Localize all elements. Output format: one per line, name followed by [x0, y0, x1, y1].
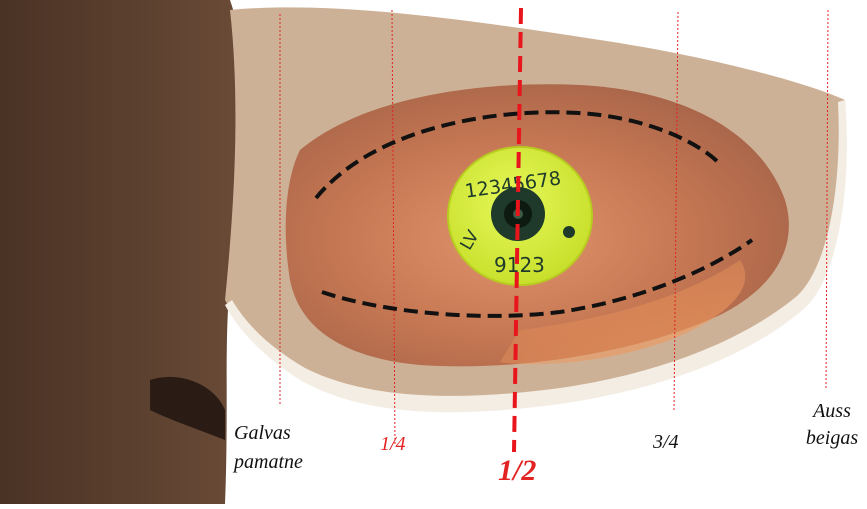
ear-end-label: Auss beigas — [800, 399, 864, 451]
tag-bottom-number: 9123 — [494, 253, 545, 277]
ear-end-label-line2: beigas — [800, 426, 864, 451]
ear-end-label-line1: Auss — [800, 399, 864, 424]
head-base-label-line1: Galvas — [234, 421, 303, 446]
half-label: 1/2 — [498, 452, 536, 490]
quarter-label: 1/4 — [380, 432, 406, 457]
three-quarter-label: 3/4 — [653, 430, 679, 455]
head-base-label: Galvas pamatne — [234, 421, 303, 475]
ear-tag-logo-icon — [563, 226, 575, 238]
head-base-label-line2: pamatne — [234, 450, 303, 475]
